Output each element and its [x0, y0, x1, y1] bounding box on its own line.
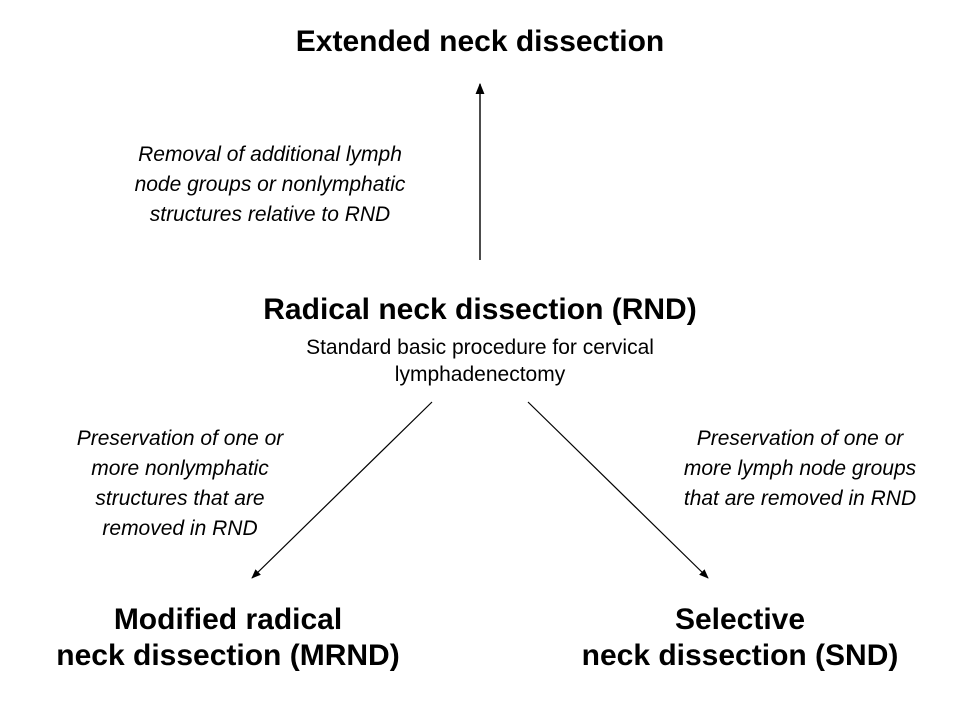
note-line: more nonlymphatic — [91, 457, 269, 480]
arrow-rnd-to-snd — [527, 401, 709, 579]
node-extended-neck-dissection: Extended neck dissection — [295, 25, 665, 58]
title-line: Selective — [674, 603, 806, 636]
node-radical-neck-dissection: Radical neck dissection (RND) — [263, 293, 697, 326]
note-removal-of-additional: Removal of additional lymph node groups … — [90, 140, 450, 230]
arrow-rnd-to-mrnd — [251, 401, 433, 579]
note-line: Preservation of one or — [76, 427, 284, 450]
node-modified-radical-neck-dissection: Modified radical neck dissection (MRND) — [18, 602, 438, 674]
node-rnd-description: Standard basic procedure for cervical ly… — [230, 334, 730, 388]
note-line: structures that are — [95, 487, 265, 510]
note-line: node groups or nonlymphatic — [134, 173, 406, 196]
node-selective-neck-dissection: Selective neck dissection (SND) — [530, 602, 950, 674]
title-line: neck dissection (SND) — [581, 639, 899, 672]
description-line: Standard basic procedure for cervical — [306, 336, 654, 359]
note-line: structures relative to RND — [149, 203, 391, 226]
note-line: Preservation of one or — [696, 427, 904, 450]
note-line: Removal of additional lymph — [138, 143, 402, 166]
title-line: Modified radical — [113, 603, 343, 636]
note-preservation-lymph-node-groups: Preservation of one or more lymph node g… — [640, 424, 960, 514]
description-line: lymphadenectomy — [394, 363, 566, 386]
note-line: more lymph node groups — [683, 457, 917, 480]
title-line: neck dissection (MRND) — [56, 639, 400, 672]
note-preservation-nonlymphatic: Preservation of one or more nonlymphatic… — [30, 424, 330, 544]
note-line: removed in RND — [102, 517, 258, 540]
note-line: that are removed in RND — [683, 487, 917, 510]
